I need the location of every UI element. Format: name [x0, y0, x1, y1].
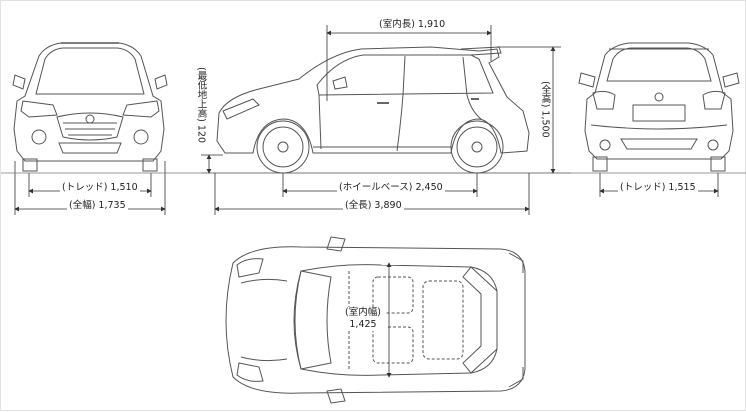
- overall-length-label: (全長) 3,890: [343, 200, 404, 211]
- interior-width-caption: (室内幅): [345, 307, 381, 318]
- front-view: [12, 42, 168, 172]
- interior-width-label: (室内幅) 1,425: [340, 307, 386, 331]
- overall-height-label: (全高) 1,500: [539, 79, 551, 140]
- interior-length-label: (室内長) 1,910: [377, 19, 448, 30]
- interior-width-value: 1,425: [349, 318, 377, 330]
- overall-width-label: (全幅) 1,735: [67, 200, 128, 211]
- rear-view: [578, 42, 740, 172]
- top-view: [225, 236, 526, 404]
- front-tread-label: (トレッド) 1,510: [60, 182, 140, 193]
- side-view: [201, 46, 571, 174]
- wheelbase-label: (ホイールベース) 2,450: [337, 182, 445, 193]
- ground-clearance-label: (最低地上高) 120: [195, 65, 207, 146]
- rear-tread-label: (トレッド) 1,515: [618, 182, 698, 193]
